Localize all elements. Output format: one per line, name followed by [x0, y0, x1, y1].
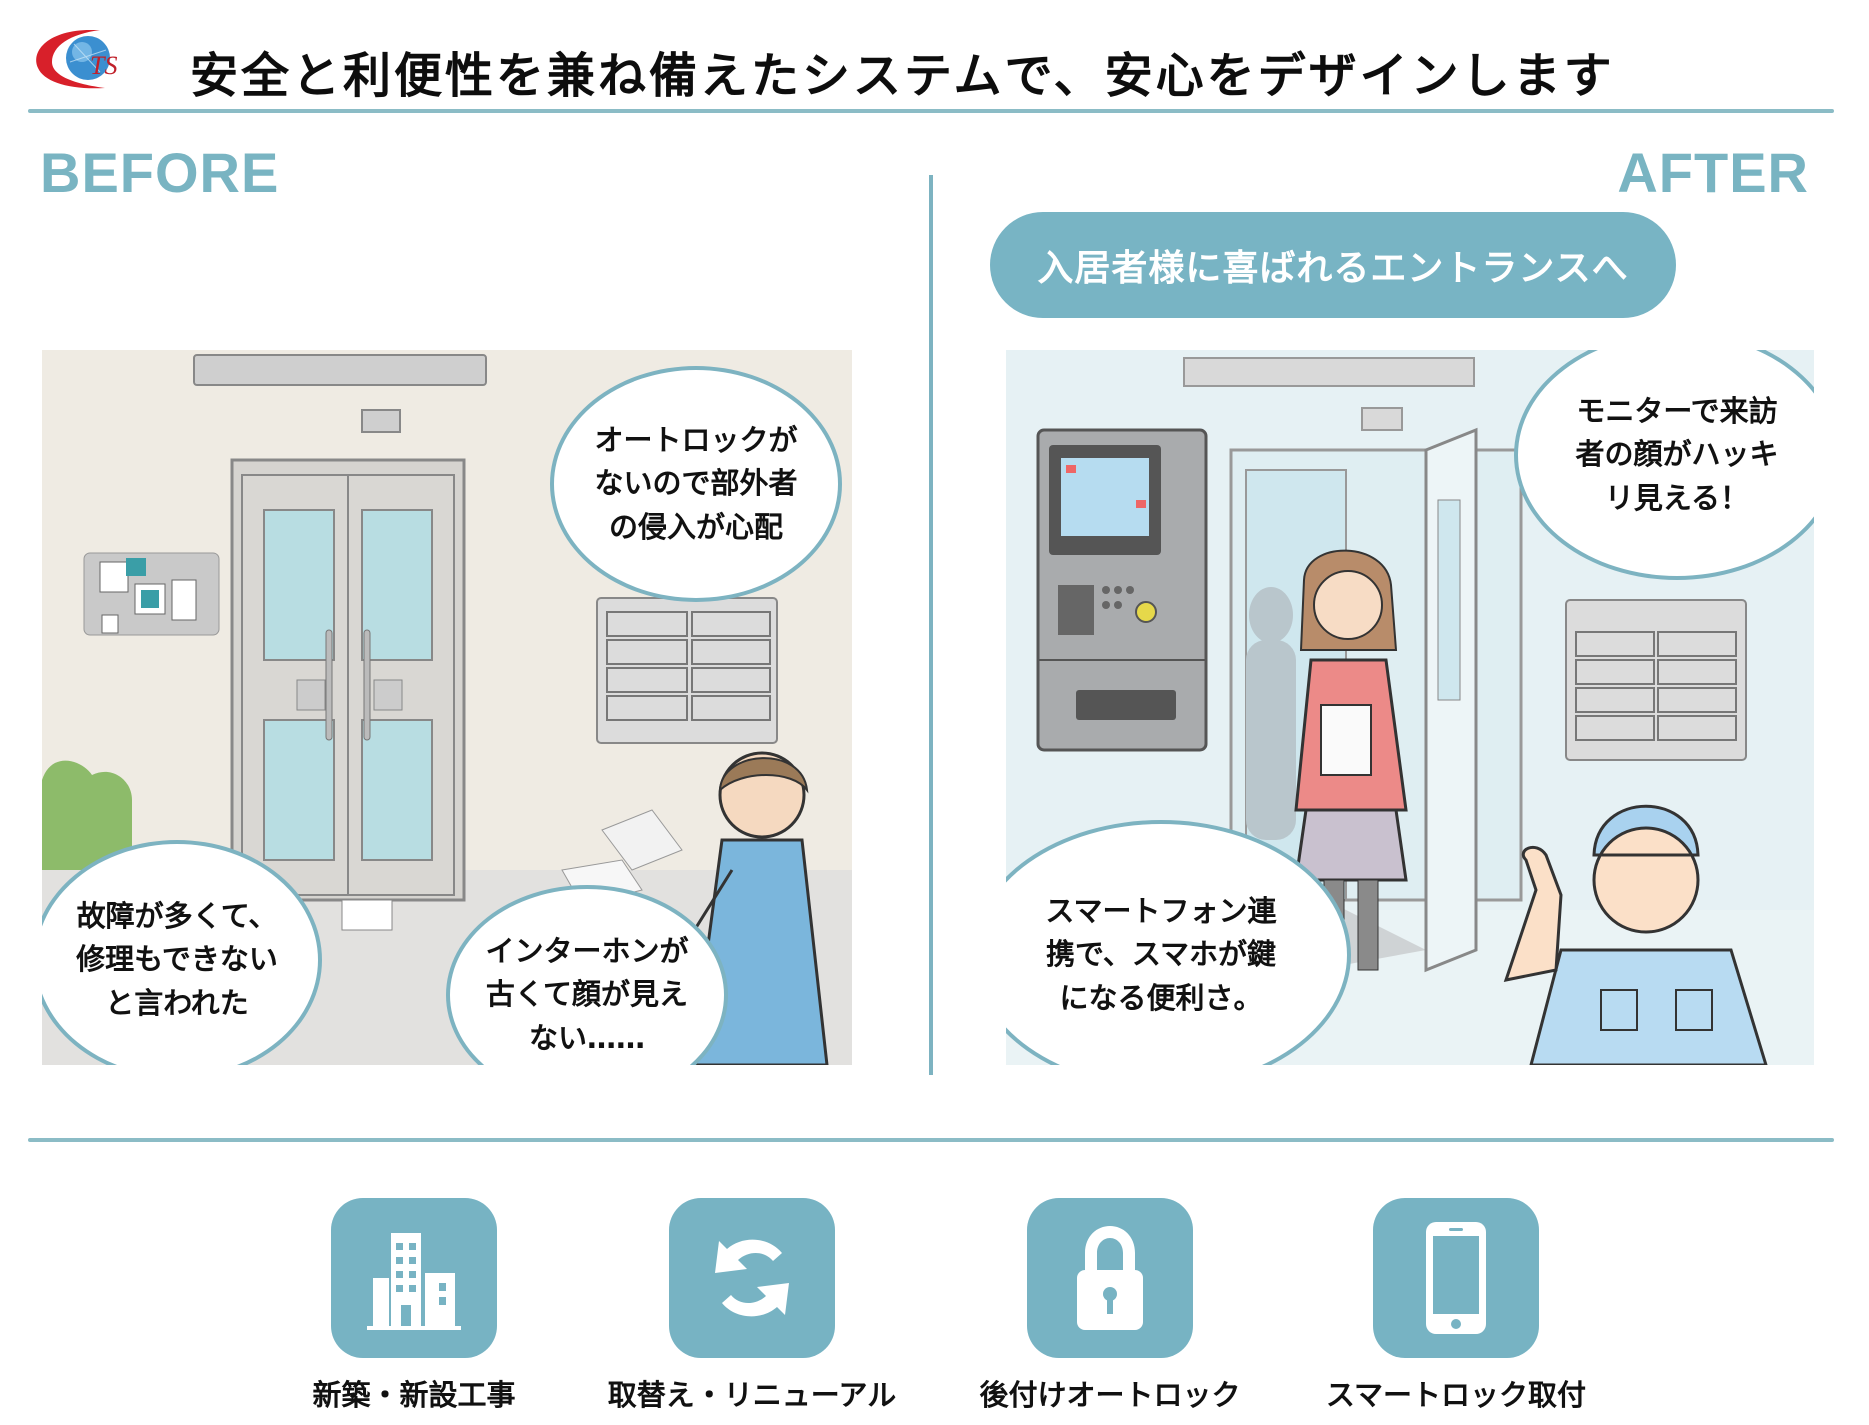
old-entrance-drawing: [42, 354, 852, 1065]
after-illustration: モニターで来訪 者の顔がハッキ リ見える！ スマートフォン連 携で、スマホが鍵 …: [1006, 350, 1814, 1065]
service-replacement[interactable]: 取替え・リニューアル: [602, 1198, 902, 1414]
header-divider: [28, 109, 1834, 113]
refresh-icon: [669, 1198, 835, 1358]
service-label: スマートロック取付: [1325, 1378, 1587, 1412]
service-label: 後付けオートロック: [979, 1378, 1241, 1412]
service-smart-lock[interactable]: スマートロック取付: [1306, 1198, 1606, 1414]
speech-bubble-monitor: モニターで来訪 者の顔がハッキ リ見える！: [1514, 350, 1814, 580]
padlock-icon: [1027, 1198, 1193, 1358]
speech-bubble-no-autolock: オートロックが ないので部外者 の侵入が心配: [550, 366, 842, 602]
smartphone-icon: [1373, 1198, 1539, 1358]
before-illustration: オートロックが ないので部外者 の侵入が心配 故障が多くて、 修理もできない と…: [42, 350, 852, 1065]
service-label: 新築・新設工事: [312, 1378, 516, 1412]
service-list: 新築・新設工事 取替え・リニューアル 後付けオートロック: [0, 1198, 1869, 1425]
before-after-divider: [929, 175, 933, 1075]
speech-bubble-smartphone-key: スマートフォン連 携で、スマホが鍵 になる便利さ。: [1006, 820, 1351, 1065]
company-logo: TS: [36, 30, 117, 89]
section-divider: [28, 1138, 1834, 1142]
speech-bubble-frequent-failures: 故障が多くて、 修理もできない と言われた: [42, 840, 322, 1065]
service-new-construction[interactable]: 新築・新設工事: [264, 1198, 564, 1414]
speech-bubble-old-intercom: インターホンが 古くて顔が見え ない……: [446, 885, 728, 1065]
after-headline: 入居者様に喜ばれるエントランスへ: [990, 212, 1676, 318]
before-label: BEFORE: [40, 141, 280, 204]
page-title: 安全と利便性を兼ね備えたシステムで、安心をデザインします: [190, 48, 1615, 104]
svg-text:TS: TS: [90, 51, 117, 80]
building-icon: [331, 1198, 497, 1358]
after-label: AFTER: [1617, 141, 1809, 204]
header: TS 安全と利便性を兼ね備えたシステムで、安心をデザインします: [0, 0, 1869, 115]
service-label: 取替え・リニューアル: [607, 1378, 897, 1412]
service-retrofit-autolock[interactable]: 後付けオートロック: [960, 1198, 1260, 1414]
